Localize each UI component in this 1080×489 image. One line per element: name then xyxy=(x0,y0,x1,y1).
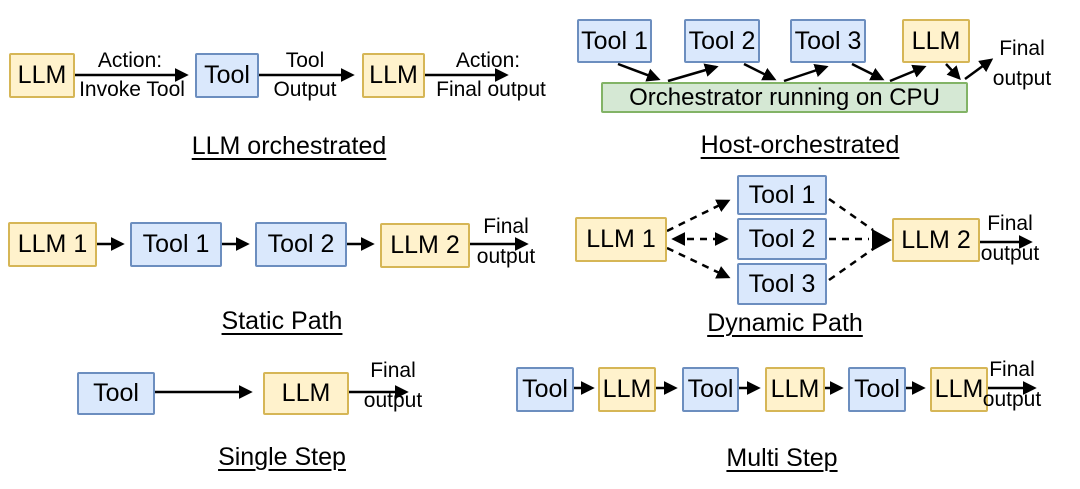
orchestrator-node: Orchestrator running on CPU xyxy=(601,82,968,113)
tool2-node: Tool 2 xyxy=(255,222,347,267)
llm1-node: LLM xyxy=(598,367,656,412)
final-output-line2: output xyxy=(980,242,1040,265)
tool1-node: Tool 1 xyxy=(577,19,652,63)
tool-node: Tool xyxy=(77,372,155,415)
tool-node: Tool xyxy=(195,53,259,98)
tool2-node: Tool 2 xyxy=(737,218,827,260)
final-output-line1: Final xyxy=(989,358,1035,381)
llm2-node: LLM xyxy=(765,367,825,412)
tool3-node: Tool xyxy=(848,367,906,412)
tool1-node: Tool 1 xyxy=(737,175,827,215)
edge-llm1-to-tool3-dashed xyxy=(666,246,731,279)
final-output-line2: output xyxy=(476,245,536,268)
edge-label: Action: xyxy=(97,49,163,72)
final-output-label: Final output xyxy=(477,212,535,272)
edge-label: Output xyxy=(273,78,337,101)
final-output-label: Final output xyxy=(983,355,1041,415)
panel-caption: Multi Step xyxy=(726,444,838,472)
tool1-node: Tool 1 xyxy=(130,222,222,267)
final-output-label: Final output xyxy=(993,34,1051,94)
edge-tool1-to-orchestrator xyxy=(617,62,661,82)
panel-caption: Dynamic Path xyxy=(707,309,863,337)
final-output-line2: output xyxy=(363,389,423,412)
llm1-node: LLM 1 xyxy=(8,222,97,267)
final-output-line1: Final xyxy=(999,37,1045,60)
panel-caption: Host-orchestrated xyxy=(700,131,900,159)
final-output-line1: Final xyxy=(370,359,416,382)
llm-node: LLM xyxy=(902,19,970,63)
edge-orchestrator-to-tool3 xyxy=(783,63,829,83)
llm2-node: LLM 2 xyxy=(892,218,980,262)
edges-host-orchestrated xyxy=(617,58,994,83)
edge-orchestrator-to-tool2 xyxy=(667,63,719,83)
edge-tool3-to-orchestrator xyxy=(851,62,885,81)
panel-caption: Single Step xyxy=(218,443,346,471)
llm-node: LLM xyxy=(9,53,75,98)
llm-node: LLM xyxy=(263,372,349,415)
tool2-node: Tool xyxy=(682,367,739,412)
panel-caption: Static Path xyxy=(221,307,343,335)
edge-label: Tool xyxy=(285,49,325,72)
llm1-node: LLM 1 xyxy=(575,217,667,262)
final-output-line2: output xyxy=(992,67,1052,90)
edge-label: Action: xyxy=(455,49,521,72)
llm2-node: LLM 2 xyxy=(380,223,470,268)
edge-llm1-to-tool1-dashed xyxy=(666,199,731,233)
llm-node: LLM xyxy=(362,53,425,98)
final-output-line1: Final xyxy=(987,212,1033,235)
panel-caption: LLM orchestrated xyxy=(191,132,387,160)
final-output-line2: output xyxy=(982,388,1042,411)
edge-tool1-to-llm2-dashed xyxy=(828,197,874,232)
tool2-node: Tool 2 xyxy=(684,19,760,63)
llm3-node: LLM xyxy=(930,367,988,412)
edge-tool2-to-orchestrator xyxy=(743,62,777,81)
final-output-label: Final output xyxy=(981,209,1039,269)
edge-label: Invoke Tool xyxy=(79,78,185,101)
edge-orchestrator-to-llm xyxy=(889,64,927,83)
tool3-node: Tool 3 xyxy=(790,19,866,63)
converge-arrowhead xyxy=(872,229,892,251)
edge-llm-to-orchestrator xyxy=(945,63,961,81)
tool3-node: Tool 3 xyxy=(737,263,827,305)
edge-orchestrator-to-final xyxy=(964,58,994,81)
tool1-node: Tool xyxy=(516,367,574,412)
final-output-line1: Final xyxy=(483,215,529,238)
edge-tool3-to-llm2-dashed xyxy=(828,247,874,282)
final-output-label: Final output xyxy=(364,356,422,416)
edges-dynamic-path xyxy=(666,197,1033,282)
edge-label: Final output xyxy=(436,78,546,101)
